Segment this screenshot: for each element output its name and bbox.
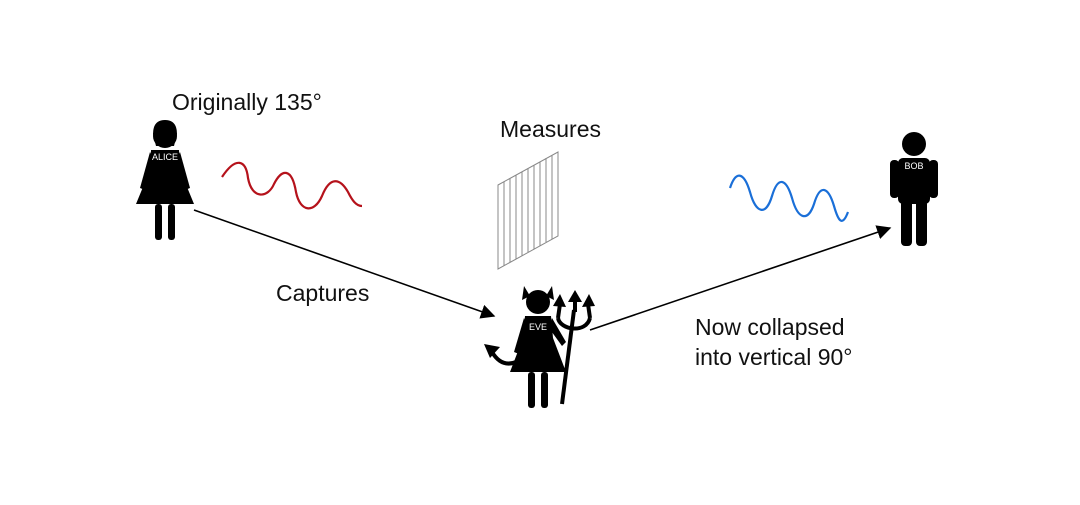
capture-arrow	[193, 209, 496, 319]
measures-caption: Measures	[500, 116, 601, 142]
bob-caption-line2: into vertical 90°	[695, 344, 853, 370]
bob-figure: BOB	[890, 132, 938, 246]
alice-figure-label: ALICE	[152, 152, 178, 162]
alice-figure: ALICE	[136, 120, 194, 240]
bob-photon-wave	[728, 174, 850, 222]
bob-figure-label: BOB	[904, 161, 923, 171]
eve-figure-label: EVE	[529, 322, 547, 332]
resend-arrow	[589, 225, 892, 331]
alice-caption: Originally 135°	[172, 89, 322, 115]
alice-photon-wave	[221, 161, 363, 210]
eve-figure: EVE	[484, 286, 595, 408]
polarizer-filter	[497, 151, 559, 270]
bob-caption-line1: Now collapsed	[695, 314, 845, 340]
captures-caption: Captures	[276, 280, 370, 306]
